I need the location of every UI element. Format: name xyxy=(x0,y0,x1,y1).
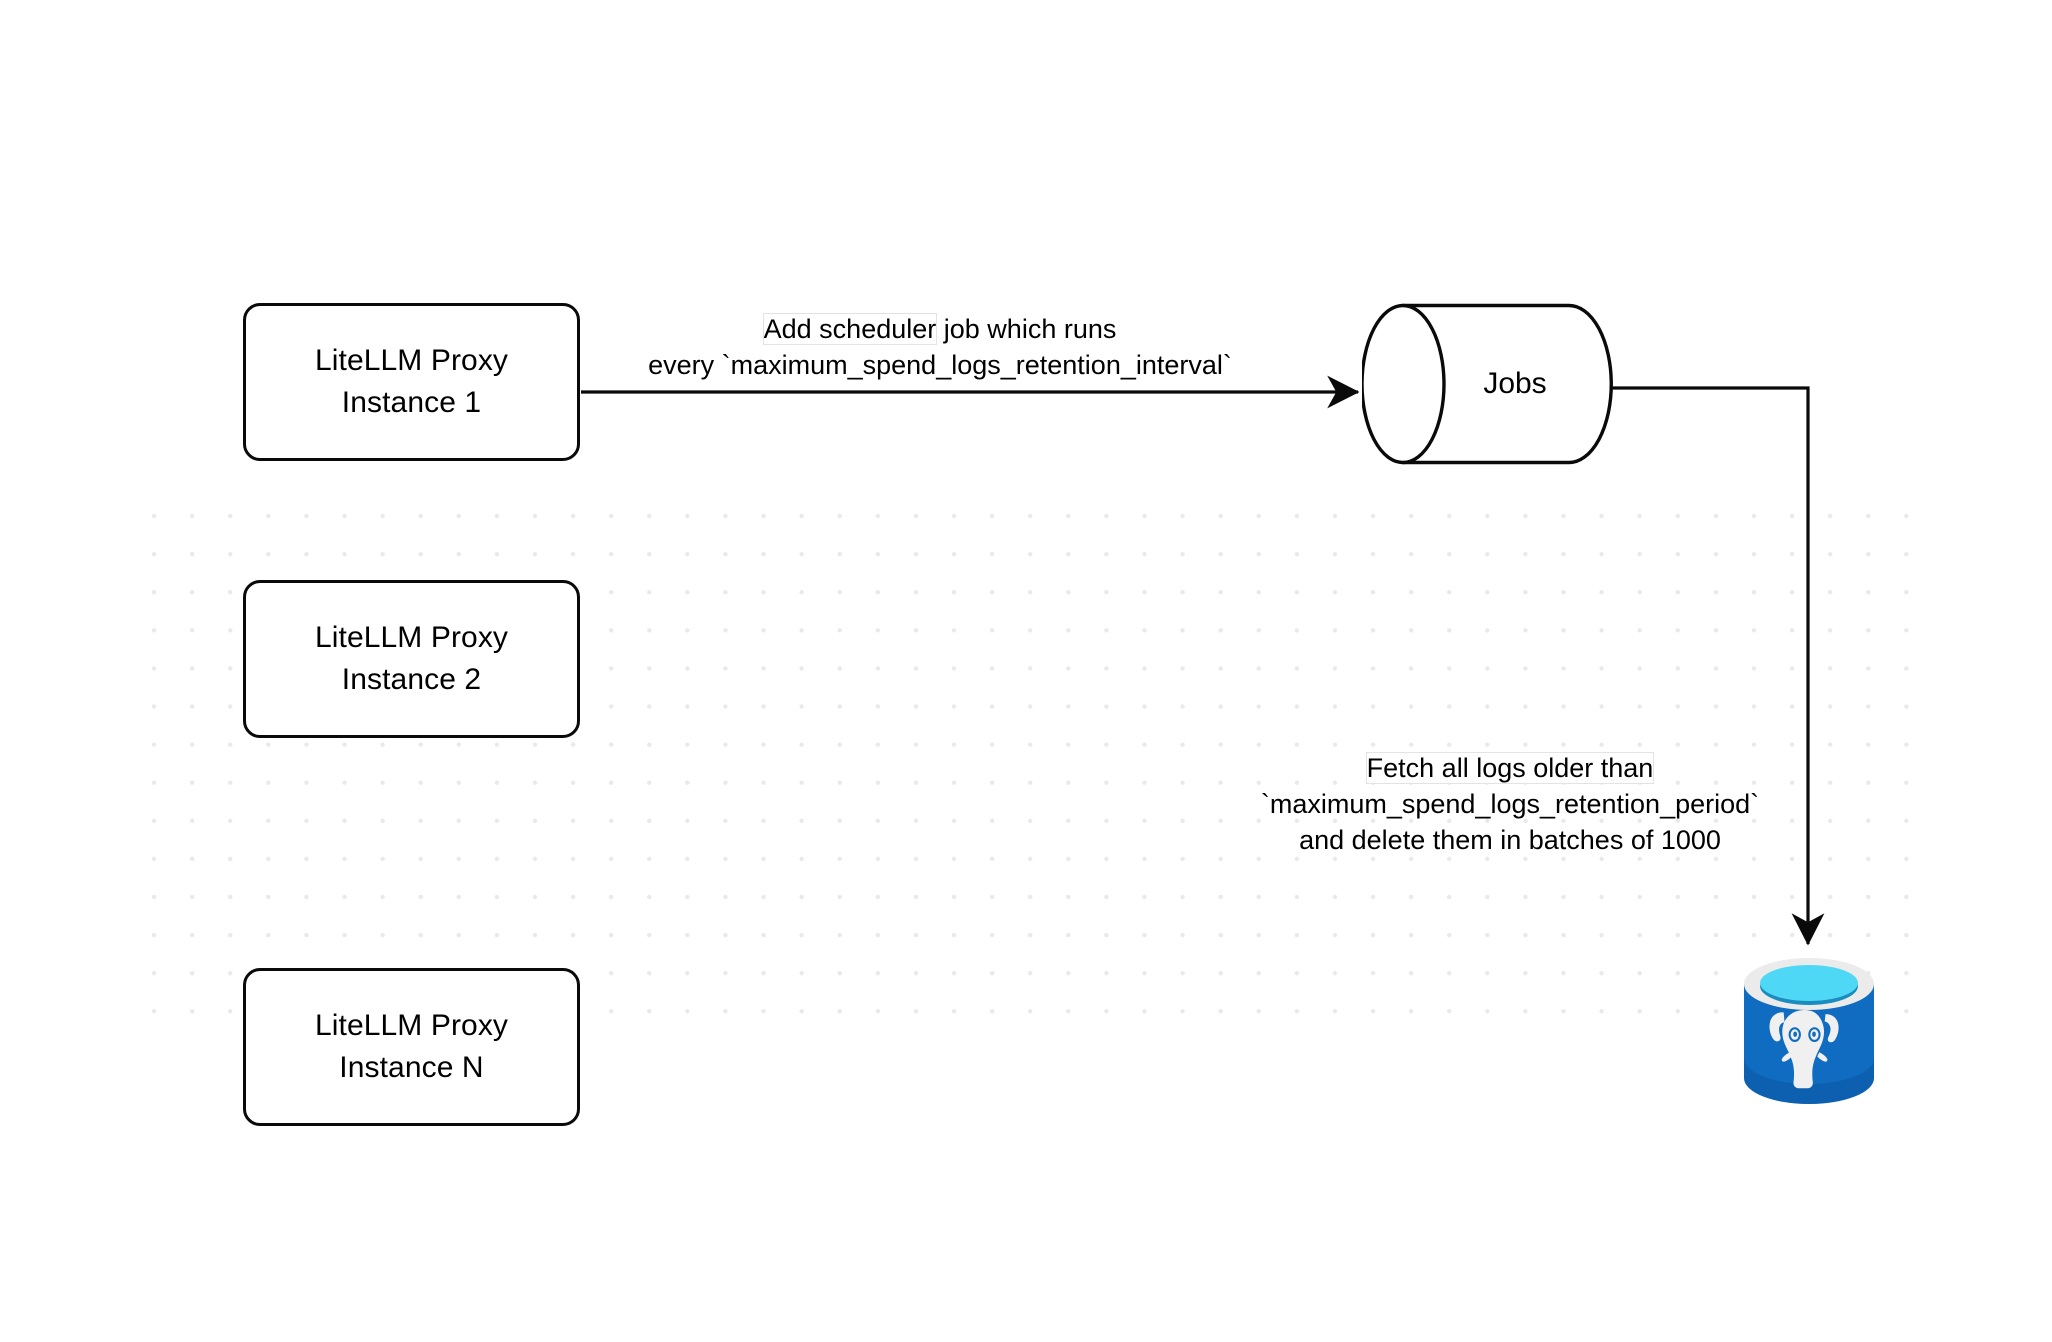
edge-label-line: `maximum_spend_logs_retention_period` xyxy=(1260,789,1760,819)
edge-label-highlight: Fetch all logs older than xyxy=(1365,752,1655,784)
node-litellm-proxy-instance-1[interactable]: LiteLLM Proxy Instance 1 xyxy=(243,303,580,461)
edge-label-line: every `maximum_spend_logs_retention_inte… xyxy=(648,350,1232,380)
edge-label-line: and delete them in batches of 1000 xyxy=(1299,825,1721,855)
node-label: LiteLLM Proxy Instance N xyxy=(314,1009,509,1084)
node-jobs-queue[interactable]: Jobs xyxy=(1360,298,1616,470)
node-label: LiteLLM Proxy Instance 1 xyxy=(314,344,509,419)
edge-label-line: Fetch all logs older than xyxy=(1220,750,1800,786)
postgres-icon xyxy=(1744,958,1874,1104)
node-postgres-database[interactable] xyxy=(1740,948,1878,1116)
edge-jobs-to-postgres xyxy=(1612,386,1825,946)
edge-label-fetch-delete: Fetch all logs older than `maximum_spend… xyxy=(1220,750,1800,858)
edge-label-line: Add scheduler job which runs xyxy=(560,311,1320,347)
cylinder-shape xyxy=(1360,303,1613,465)
node-litellm-proxy-instance-2[interactable]: LiteLLM Proxy Instance 2 xyxy=(243,580,580,738)
node-label: Jobs xyxy=(1483,367,1547,400)
node-label: LiteLLM Proxy Instance 2 xyxy=(314,621,509,696)
edge-label-scheduler: Add scheduler job which runs every `maxi… xyxy=(560,311,1320,383)
edge-label-highlight: Add scheduler xyxy=(762,313,938,345)
edge-label-rest: job which runs xyxy=(936,314,1117,344)
node-litellm-proxy-instance-n[interactable]: LiteLLM Proxy Instance N xyxy=(243,968,580,1126)
